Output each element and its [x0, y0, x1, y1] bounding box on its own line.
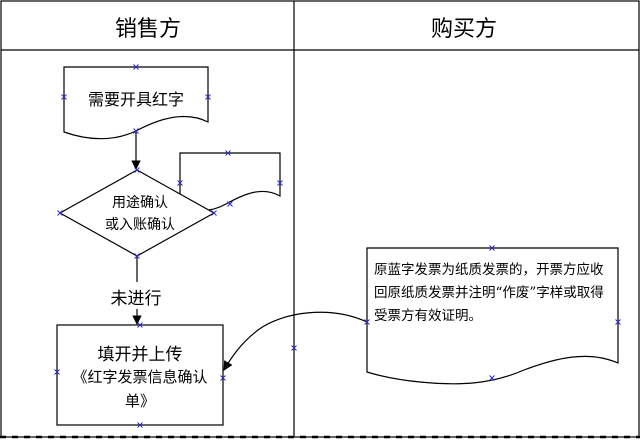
connection-point-marker — [134, 253, 140, 259]
connection-point-marker — [137, 322, 143, 328]
document-buyer-note — [366, 247, 619, 385]
label-need-red-invoice: 需要开具红字 — [87, 90, 184, 109]
lane-header-buyer: 购买方 — [430, 17, 497, 42]
label-not-done: 未进行 — [96, 284, 176, 309]
connection-point-marker — [211, 210, 217, 216]
connection-point-marker — [137, 422, 143, 428]
connection-point-marker — [134, 167, 140, 173]
connection-point-marker — [291, 345, 297, 351]
connection-point-marker — [177, 180, 183, 186]
connection-point-marker — [277, 180, 283, 186]
label-fill-upload-1: 填开并上传 — [97, 345, 183, 365]
connection-point-marker — [489, 245, 495, 251]
arrow-buyer-to-seller — [223, 311, 368, 371]
connection-point-marker — [133, 64, 139, 70]
process-fill-upload — [56, 324, 224, 426]
connection-point-marker — [57, 210, 63, 216]
label-fill-upload-3: 单》 — [124, 392, 155, 410]
label-confirm-purpose-2: 或入账确认 — [105, 217, 175, 233]
connection-point-marker — [227, 201, 233, 207]
label-fill-upload-2: 《红字发票信息确认 — [72, 368, 208, 386]
connection-point-marker — [225, 150, 231, 156]
connection-point-marker — [489, 375, 495, 381]
connection-point-marker — [133, 128, 139, 134]
connection-point-marker — [54, 369, 60, 375]
connection-point-marker — [220, 375, 226, 381]
lane-header-seller: 销售方 — [114, 17, 181, 42]
connection-point-marker — [205, 94, 211, 100]
connection-markers — [54, 64, 621, 428]
connection-point-marker — [364, 319, 370, 325]
label-confirm-purpose-1: 用途确认 — [112, 195, 168, 211]
label-buyer-note: 原蓝字发票为纸质发票的，开票方应收回原纸质发票并注明“作废”字样或取得受票方有效… — [374, 262, 604, 324]
connection-point-marker — [615, 319, 621, 325]
connection-point-marker — [61, 94, 67, 100]
